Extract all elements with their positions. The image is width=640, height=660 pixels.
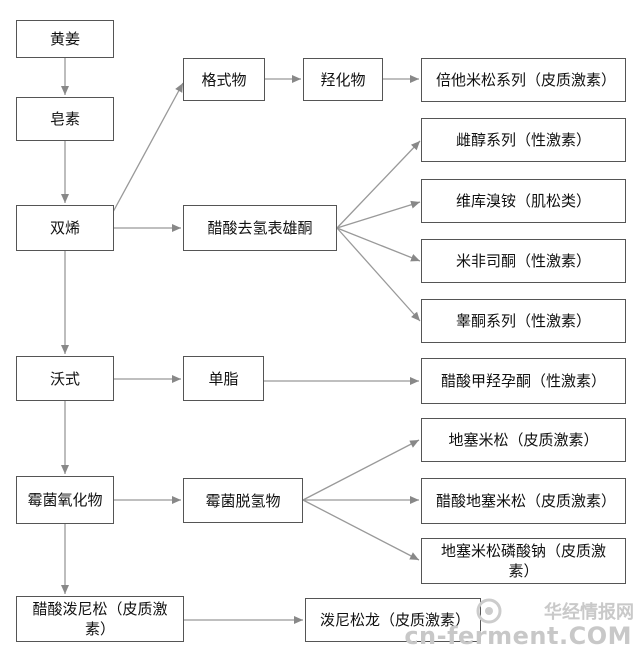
node-shuangxi: 双烯 <box>16 205 114 251</box>
node-disai-lin: 地塞米松磷酸钠（皮质激素） <box>421 538 626 584</box>
node-mifei: 米非司酮（性激素） <box>421 239 626 283</box>
node-label: 醋酸去氢表雄酮 <box>207 219 313 237</box>
node-weiku: 维库溴铵（肌松类） <box>421 179 626 223</box>
node-cusuan-qu: 醋酸去氢表雄酮 <box>183 205 337 251</box>
node-label: 醋酸甲羟孕酮（性激素） <box>440 372 606 390</box>
node-poni-long: 泼尼松龙（皮质激素） <box>305 598 481 642</box>
node-label: 雌醇系列（性激素） <box>455 131 591 149</box>
node-disai: 地塞米松（皮质激素） <box>421 418 626 462</box>
arrow-tuoqing-disai-lin <box>302 499 420 561</box>
node-zaosu: 皂素 <box>16 97 114 141</box>
node-beita: 倍他米松系列（皮质激素） <box>421 58 626 102</box>
arrow-cusuan-qu-cichun <box>336 140 421 229</box>
node-huangjiang: 黄姜 <box>16 20 114 58</box>
node-label: 醋酸泼尼松（皮质激素） <box>32 600 168 638</box>
watermark-cn: 华经情报网 <box>544 602 634 623</box>
arrow-cusuan-qu-weiku <box>336 200 421 229</box>
node-danzhi: 单脂 <box>183 356 264 401</box>
node-qianghuawu: 羟化物 <box>303 58 383 101</box>
node-label: 霉菌脱氢物 <box>205 491 281 510</box>
node-label: 格式物 <box>201 70 247 89</box>
node-label: 沃式 <box>49 369 80 388</box>
node-geshiwu: 格式物 <box>183 58 265 101</box>
node-label: 地塞米松磷酸钠（皮质激素） <box>440 542 606 580</box>
node-label: 泼尼松龙（皮质激素） <box>320 611 471 629</box>
node-label: 维库溴铵（肌松类） <box>455 192 591 210</box>
arrow-cusuan-qu-gaotong <box>336 227 421 322</box>
node-label: 单脂 <box>208 369 239 388</box>
node-label: 黄姜 <box>49 30 80 48</box>
node-label: 米非司酮（性激素） <box>455 252 591 270</box>
node-label: 双烯 <box>49 219 80 237</box>
node-cichun: 雌醇系列（性激素） <box>421 118 626 162</box>
watermark-logo-icon <box>476 598 502 624</box>
node-label: 羟化物 <box>320 70 366 89</box>
watermark-en: cn-ferment.COM <box>404 622 632 650</box>
node-label: 霉菌氧化物 <box>27 491 103 509</box>
node-woshi: 沃式 <box>16 356 114 401</box>
node-meijun: 霉菌氧化物 <box>16 476 114 524</box>
node-gaotong: 睾酮系列（性激素） <box>421 299 626 343</box>
node-meijun-tuoqing: 霉菌脱氢物 <box>183 478 303 523</box>
node-label: 皂素 <box>49 110 80 128</box>
node-cusuan-disai: 醋酸地塞米松（皮质激素） <box>421 478 626 524</box>
node-cusuan-jia: 醋酸甲羟孕酮（性激素） <box>421 358 626 404</box>
node-label: 倍他米松系列（皮质激素） <box>436 71 617 89</box>
node-label: 睾酮系列（性激素） <box>455 312 591 330</box>
node-label: 地塞米松（皮质激素） <box>448 431 599 449</box>
arrow-shuangxi-geshiwu <box>112 82 184 213</box>
arrow-tuoqing-disai <box>302 439 420 501</box>
node-cusuan-poni: 醋酸泼尼松（皮质激素） <box>16 596 184 642</box>
arrow-cusuan-qu-mifei <box>336 227 421 262</box>
node-label: 醋酸地塞米松（皮质激素） <box>436 492 617 510</box>
